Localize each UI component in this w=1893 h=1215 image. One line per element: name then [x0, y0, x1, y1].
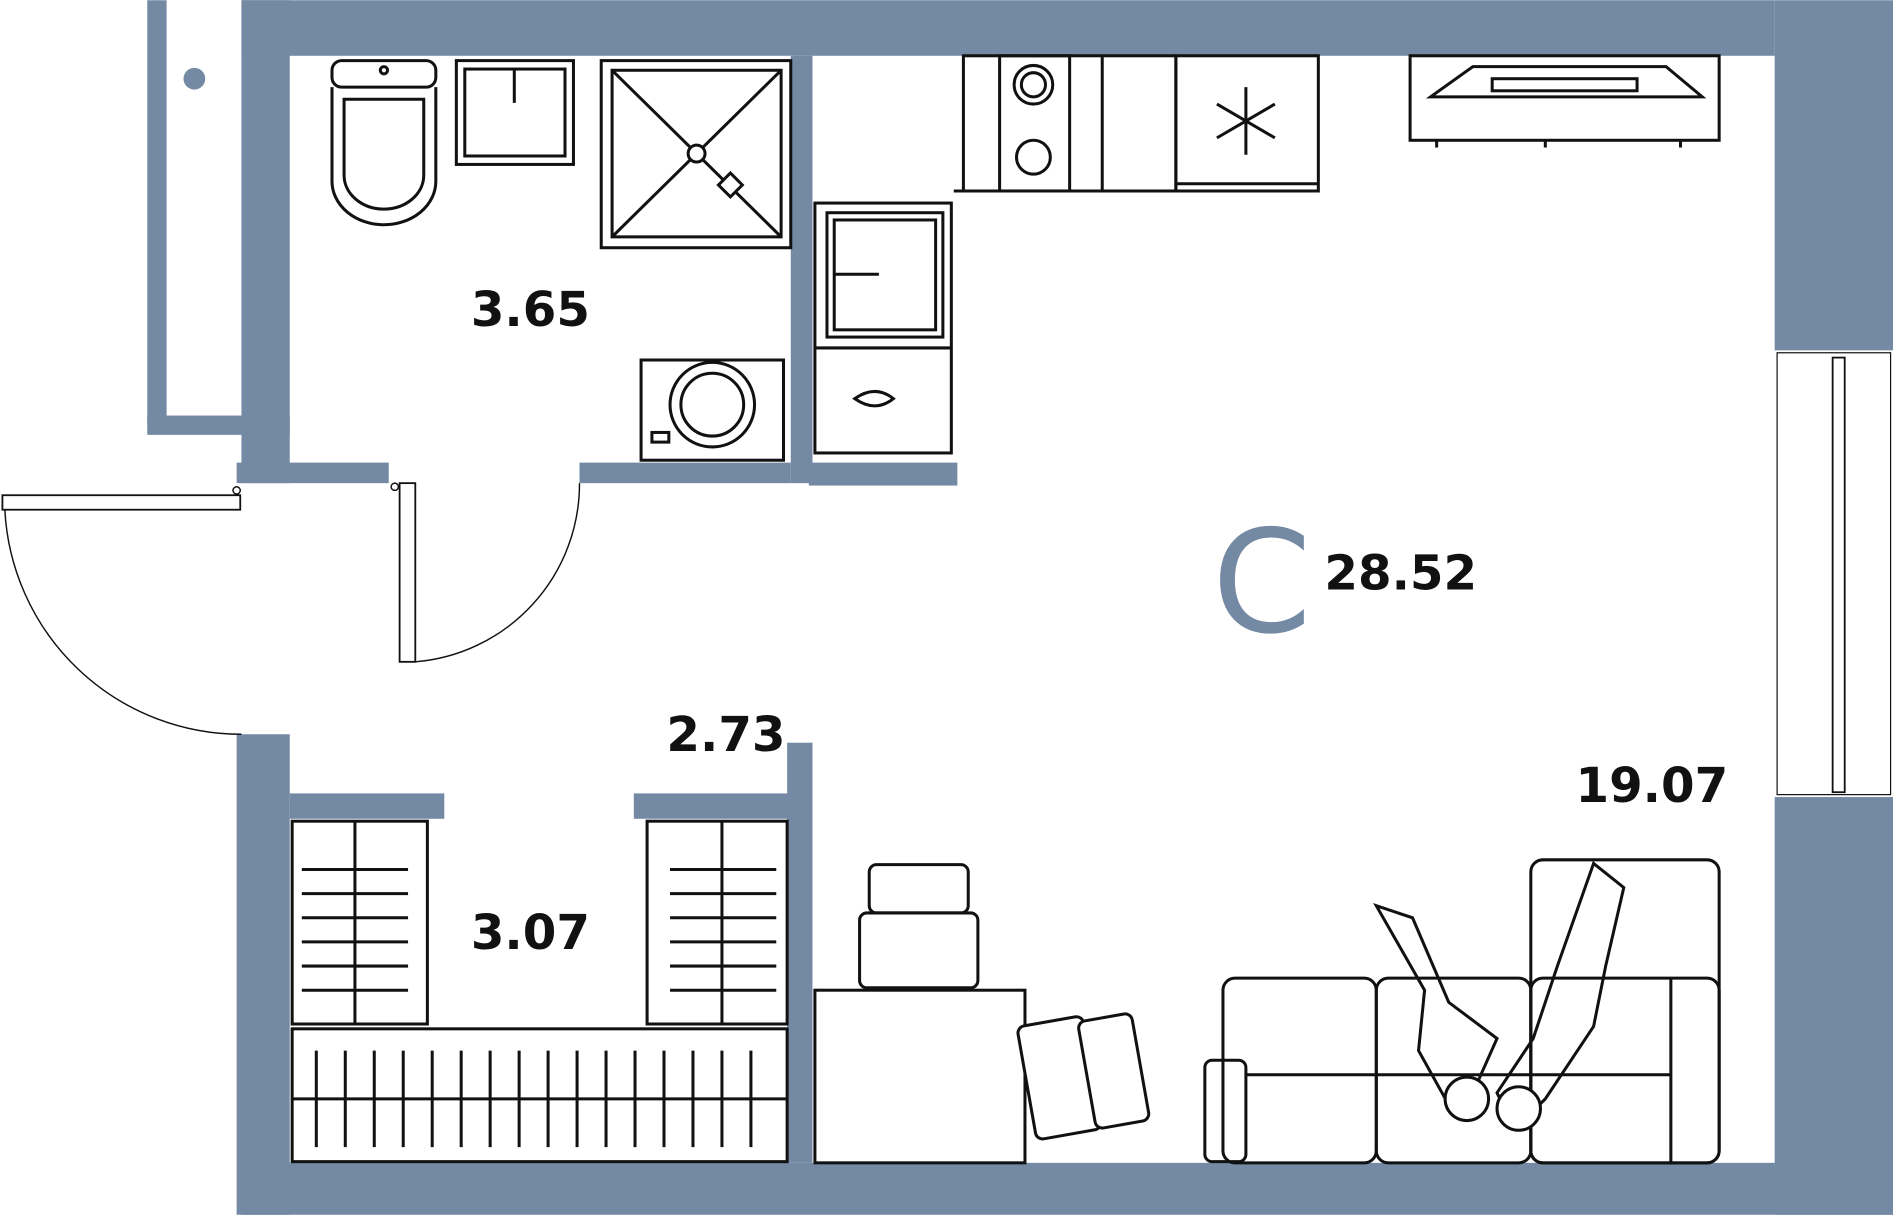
living-room-area: 19.07	[1575, 758, 1728, 814]
washing-machine	[639, 358, 786, 462]
freezer-snowflake-icon	[1216, 87, 1276, 155]
total-area: 28.52	[1324, 545, 1477, 601]
bathroom-area: 3.65	[471, 282, 590, 338]
shower	[599, 59, 793, 250]
bathroom-door[interactable]	[390, 482, 581, 663]
hall-area: 2.73	[666, 707, 785, 763]
tv-stand	[1408, 54, 1721, 148]
wardrobe	[290, 819, 789, 1164]
walls	[147, 0, 1893, 1215]
apartment-type-letter: С	[1212, 500, 1311, 666]
kitchen	[813, 54, 1320, 455]
entrance-door[interactable]	[1, 486, 242, 735]
toilet	[330, 59, 438, 227]
wardrobe-area: 3.07	[471, 905, 590, 961]
window	[1776, 352, 1892, 796]
sofa	[1203, 858, 1721, 1165]
shaft-marker	[183, 67, 206, 90]
desk-and-chairs	[813, 863, 1151, 1165]
sink	[454, 59, 575, 166]
